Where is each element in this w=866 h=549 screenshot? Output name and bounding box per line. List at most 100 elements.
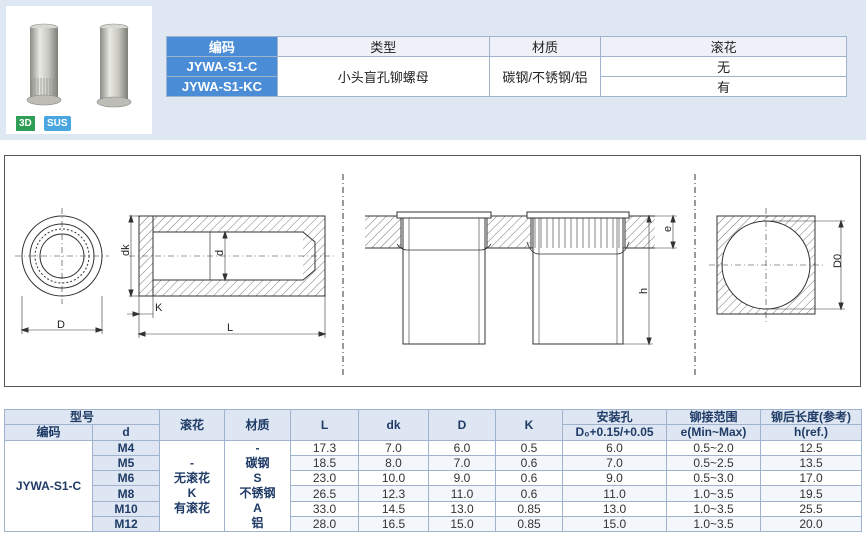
mat-al-label: 铝	[251, 515, 264, 530]
cell-L: 26.5	[290, 485, 360, 502]
knurl-none-label: 无滚花	[174, 470, 211, 485]
badge-3d[interactable]: 3D	[16, 116, 35, 131]
cell-L: 23.0	[290, 470, 360, 487]
label-K: K	[155, 302, 163, 314]
cell-dk: 14.5	[358, 500, 430, 518]
label-D: D	[57, 319, 65, 331]
cell-range: 1.0~3.5	[666, 500, 762, 518]
cell-dk: 16.5	[358, 516, 430, 533]
th-K: K	[495, 409, 564, 441]
cell-hole: 7.0	[562, 454, 668, 472]
cell-K: 0.5	[495, 439, 564, 456]
spec-table: 型号 滚花 材质 L dk D K 安装孔 铆接范围 铆后长度(参考) 编码 d…	[3, 408, 863, 533]
th-model: 型号	[3, 408, 161, 426]
cell-L: 33.0	[290, 500, 360, 518]
header-knurl: 滚花	[600, 36, 847, 57]
label-h: h	[638, 288, 650, 294]
d-cell: M8	[91, 485, 161, 502]
code-kc[interactable]: JYWA-S1-KC	[166, 76, 278, 97]
table-row[interactable]: JYWA-S1-C M4 - 无滚花 K 有滚花 - 碳钢 S 不锈钢 A 铝 …	[4, 439, 863, 533]
label-L: L	[227, 322, 233, 334]
cell-L: 28.0	[290, 516, 360, 533]
badge-sus: SUS	[44, 116, 71, 131]
cell-K: 0.6	[495, 454, 564, 472]
d-cell: M6	[91, 470, 161, 487]
mat-al-code: A	[253, 500, 262, 515]
cell-dk: 12.3	[358, 485, 430, 502]
knurl-none: 无	[600, 56, 847, 77]
cell-dk: 8.0	[358, 454, 430, 472]
cell-range: 0.5~2.5	[666, 454, 762, 472]
mat-ss-label: 不锈钢	[239, 485, 276, 500]
cell-h: 25.5	[760, 500, 863, 518]
th-dk: dk	[358, 409, 430, 441]
cell-hole: 15.0	[562, 516, 668, 533]
product-image: 3D SUS	[6, 6, 152, 134]
type-value: 小头盲孔铆螺母	[276, 56, 490, 97]
cell-hole: 6.0	[562, 439, 668, 456]
cell-range: 1.0~3.5	[666, 516, 762, 533]
cell-L: 17.3	[290, 439, 360, 456]
cell-range: 0.5~3.0	[666, 470, 762, 487]
table-row[interactable]: M8 26.5 12.3 11.0 0.6 11.0 1.0~3.5 19.5	[5, 485, 863, 502]
cell-range: 0.5~2.0	[666, 439, 762, 456]
th-L: L	[290, 409, 360, 441]
th-material: 材质	[224, 409, 292, 441]
material-cell: - 碳钢 S 不锈钢 A 铝	[224, 439, 292, 533]
cell-h: 13.5	[760, 454, 863, 472]
label-e: e	[662, 226, 674, 232]
cell-hole: 11.0	[562, 485, 668, 502]
th-D: D	[428, 409, 497, 441]
knurl-k-label: 有滚花	[174, 500, 211, 515]
code-cell: JYWA-S1-C	[4, 439, 93, 533]
mat-ss-code: S	[253, 470, 262, 485]
cell-K: 0.85	[495, 516, 564, 533]
cell-h: 19.5	[760, 485, 863, 502]
header-code: 编码	[166, 36, 278, 57]
d-cell: M10	[91, 500, 161, 518]
th-range: 铆接范围	[666, 408, 762, 426]
cell-dk: 7.0	[358, 439, 430, 456]
knurl-cell: - 无滚花 K 有滚花	[159, 439, 226, 533]
rivet-nut-image	[26, 23, 132, 108]
table-row[interactable]: M6 23.0 10.0 9.0 0.6 9.0 0.5~3.0 17.0	[5, 470, 863, 487]
cell-L: 18.5	[290, 454, 360, 472]
cell-D: 13.0	[428, 500, 497, 518]
cell-D: 15.0	[428, 516, 497, 533]
th-hole: 安装孔	[562, 408, 668, 426]
product-header-table: 编码 类型 材质 滚花 JYWA-S1-C 小头盲孔铆螺母 碳钢/不锈钢/铝 无…	[166, 36, 847, 97]
cell-K: 0.6	[495, 470, 564, 487]
th-h-sub: h(ref.)	[760, 424, 863, 441]
table-row[interactable]: M5 18.5 8.0 7.0 0.6 7.0 0.5~2.5 13.5	[5, 454, 863, 472]
cell-hole: 13.0	[562, 500, 668, 518]
knurl-yes: 有	[600, 76, 847, 97]
cell-hole: 9.0	[562, 470, 668, 487]
th-d: d	[91, 424, 161, 441]
th-range-sub: e(Min~Max)	[666, 424, 762, 441]
table-row[interactable]: M10 33.0 14.5 13.0 0.85 13.0 1.0~3.5 25.…	[5, 500, 863, 518]
d-cell: M12	[91, 516, 161, 533]
technical-drawing: D dk d K L e h D0	[4, 155, 861, 387]
code-c[interactable]: JYWA-S1-C	[166, 56, 278, 77]
cell-D: 11.0	[428, 485, 497, 502]
cell-K: 0.85	[495, 500, 564, 518]
label-d: d	[214, 250, 226, 256]
d-cell: M4	[91, 439, 161, 456]
cell-h: 12.5	[760, 439, 863, 456]
header-band: 3D SUS 编码 类型 材质 滚花 JYWA-S1-C 小头盲孔铆螺母 碳钢/…	[0, 0, 866, 140]
cell-K: 0.6	[495, 485, 564, 502]
header-material: 材质	[488, 36, 602, 57]
cell-dk: 10.0	[358, 470, 430, 487]
knurl-none-code: -	[190, 455, 195, 470]
cell-h: 20.0	[760, 516, 863, 533]
cell-D: 7.0	[428, 454, 497, 472]
cell-h: 17.0	[760, 470, 863, 487]
cell-range: 1.0~3.5	[666, 485, 762, 502]
table-row[interactable]: M12 28.0 16.5 15.0 0.85 15.0 1.0~3.5 20.…	[5, 516, 863, 533]
th-h: 铆后长度(参考)	[760, 408, 863, 426]
label-dk: dk	[120, 244, 132, 256]
header-type: 类型	[276, 36, 490, 57]
cell-D: 6.0	[428, 439, 497, 456]
d-cell: M5	[91, 454, 161, 472]
cell-D: 9.0	[428, 470, 497, 487]
